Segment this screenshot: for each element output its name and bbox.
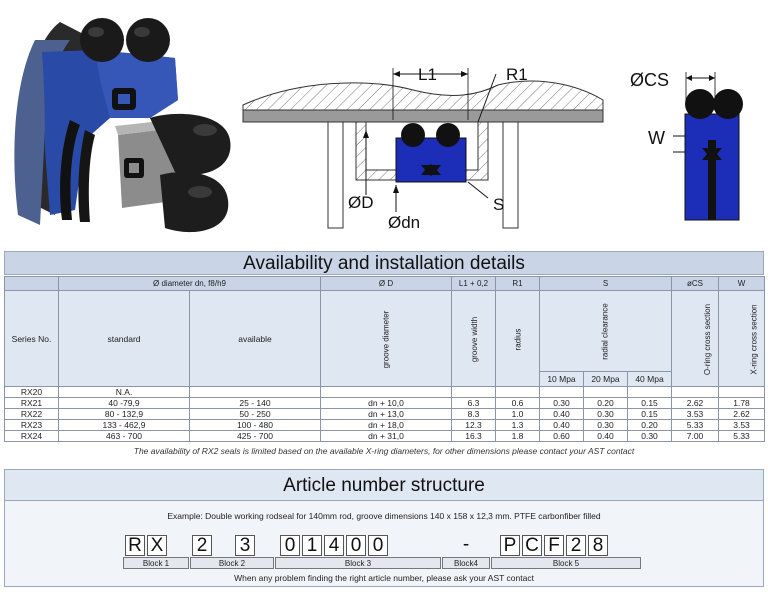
block-5: Block 5 (491, 557, 641, 569)
block-1: Block 1 (123, 557, 189, 569)
header-standard: standard (58, 290, 190, 387)
char-box: C (522, 535, 542, 556)
availability-note: The availability of RX2 seals is limited… (133, 446, 635, 456)
header-l1: L1 + 0,2 (451, 276, 496, 291)
char-box: X (147, 535, 167, 556)
char-box: 0 (368, 535, 388, 556)
label-l1: L1 (418, 65, 437, 84)
header-cs: øCS (671, 276, 720, 291)
char-box: 2 (192, 535, 212, 556)
header-oring-cs: O-ring cross section (671, 290, 720, 387)
char-box: 3 (235, 535, 255, 556)
char-box: R (125, 535, 145, 556)
char-box: 0 (280, 535, 300, 556)
header-series: Series No. (4, 290, 59, 387)
char-box: 4 (324, 535, 344, 556)
header-xring-cs: X-ring cross section (718, 290, 766, 387)
article-footer: When any problem finding the right artic… (234, 573, 534, 583)
header-s: S (538, 276, 673, 291)
char-box: 1 (302, 535, 322, 556)
header-empty (4, 276, 59, 291)
header-groove-diameter: groove diameter (320, 290, 452, 387)
label-dn: Ødn (388, 213, 420, 232)
seal-profile-section: ØCS W (630, 70, 743, 221)
article-characters: R X 2 3 0 1 4 0 0 - P C F 2 8 (0, 535, 768, 557)
seal-cutaway-illustration (14, 18, 231, 233)
char-box: F (544, 535, 564, 556)
char-box: 2 (566, 535, 586, 556)
article-title: Article number structure (4, 469, 764, 501)
header-d: Ø D (320, 276, 452, 291)
article-example: Example: Double working rodseal for 140m… (167, 511, 601, 521)
header-radius: radius (495, 290, 540, 387)
availability-table: Ø diameter dn, f8/h9 Ø D L1 + 0,2 R1 S ø… (4, 276, 766, 442)
header-r1: R1 (495, 276, 540, 291)
block-3: Block 3 (275, 557, 441, 569)
header-groove-width: groove width (451, 290, 496, 387)
header-available: available (189, 290, 321, 387)
header-w: W (718, 276, 766, 291)
char-separator: - (462, 534, 470, 555)
groove-cross-section-drawing: L1 R1 ØD Ødn S (242, 65, 604, 232)
char-box: 0 (346, 535, 366, 556)
block-4: Block4 (442, 557, 490, 569)
label-d: ØD (348, 193, 374, 212)
block-2: Block 2 (190, 557, 274, 569)
label-cs: ØCS (630, 70, 669, 90)
header-dn: Ø diameter dn, f8/h9 (58, 276, 321, 291)
header-40mpa: 40 Mpa (626, 371, 673, 387)
header-10mpa: 10 Mpa (539, 371, 584, 387)
label-s: S (493, 195, 504, 214)
label-r1: R1 (506, 65, 528, 84)
header-radial-clearance: radial clearance (538, 290, 673, 372)
char-box: P (500, 535, 520, 556)
char-box: 8 (588, 535, 608, 556)
header-20mpa: 20 Mpa (583, 371, 628, 387)
availability-title: Availability and installation details (4, 251, 764, 275)
label-w: W (648, 128, 665, 148)
